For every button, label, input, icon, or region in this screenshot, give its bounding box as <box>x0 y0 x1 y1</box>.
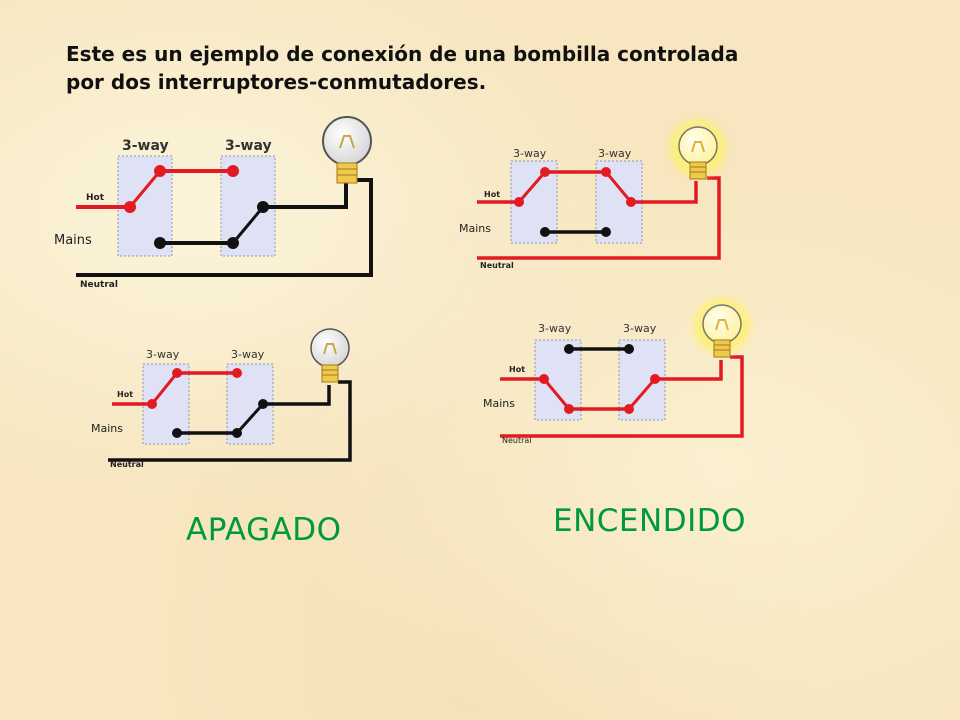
title-line-1: Este es un ejemplo de conexión de una bo… <box>66 42 739 66</box>
mains-label: Mains <box>91 422 123 435</box>
switch-label-left: 3-way <box>513 147 547 160</box>
switch-label-right: 3-way <box>598 147 632 160</box>
state-label-on: ENCENDIDO <box>553 503 746 539</box>
hot-label: Hot <box>86 193 105 203</box>
switch-label-right: 3-way <box>225 138 272 154</box>
switch-label-right: 3-way <box>231 348 265 361</box>
light-bulb-icon <box>664 114 732 182</box>
diagram-off-large: 3-way 3-way Hot Mains Neutral <box>54 116 373 290</box>
hot-label: Hot <box>484 190 500 199</box>
diagram-on-top: 3-way 3-way Hot Mains Neutral <box>459 114 732 270</box>
mains-label: Mains <box>54 233 92 248</box>
title-line-2: por dos interruptores-conmutadores. <box>66 70 487 94</box>
switch-label-left: 3-way <box>122 138 169 154</box>
page-title: Este es un ejemplo de conexión de una bo… <box>66 40 926 96</box>
neutral-label: Neutral <box>110 460 144 469</box>
switch-label-left: 3-way <box>146 348 180 361</box>
light-bulb-icon <box>688 292 756 360</box>
light-bulb-icon <box>322 116 372 184</box>
neutral-label: Neutral <box>502 436 532 445</box>
diagram-off-small: 3-way 3-way Hot Mains Neutral <box>91 328 352 469</box>
mains-label: Mains <box>459 222 491 235</box>
state-label-off: APAGADO <box>186 512 342 548</box>
hot-label: Hot <box>509 365 525 374</box>
neutral-label: Neutral <box>80 280 118 290</box>
mains-label: Mains <box>483 397 515 410</box>
switch-label-left: 3-way <box>538 322 572 335</box>
light-bulb-icon <box>310 328 350 383</box>
neutral-label: Neutral <box>480 261 514 270</box>
switch-label-right: 3-way <box>623 322 657 335</box>
hot-label: Hot <box>117 390 133 399</box>
diagram-on-bottom: 3-way 3-way Hot Mains Neutral <box>483 292 756 445</box>
